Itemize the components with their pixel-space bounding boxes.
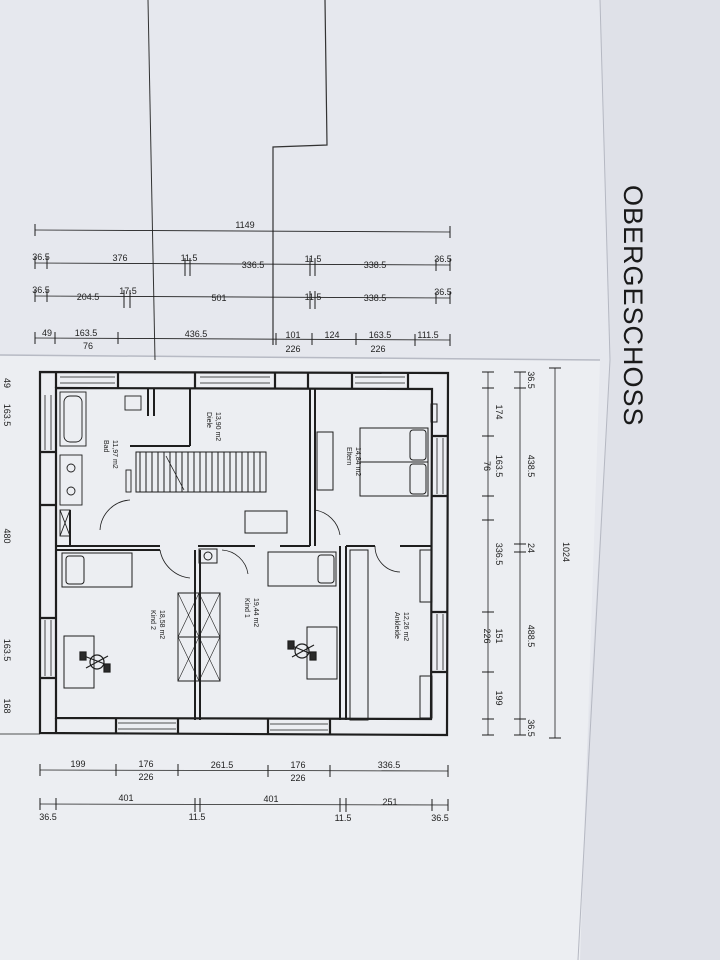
dimension-label: 49 [2, 378, 12, 388]
dimension-label: 151 [494, 628, 504, 643]
right-dimension-text: 36.5 174 163.5 76 336.5 151 226 199 36.5… [482, 371, 571, 737]
dimension-label: 49 [42, 328, 52, 338]
dimension-label: 17.5 [119, 286, 137, 296]
dimension-label: 338.5 [364, 260, 387, 270]
room-area-kind2: 18,58 m2 [158, 610, 165, 639]
top-dimension-lines [34, 224, 451, 346]
room-area-diele: 13,90 m2 [214, 412, 221, 441]
staircase [135, 451, 288, 534]
left-dimension-text: 49 163.5 480 163.5 168 [2, 378, 12, 714]
dimension-label: 11.5 [305, 292, 322, 302]
room-name-kind1: Kind 1 [243, 598, 250, 618]
dimension-label: 36.5 [32, 285, 50, 295]
chair-icon [79, 651, 111, 673]
outer-walls [38, 370, 450, 737]
dimension-label: 174 [494, 404, 504, 419]
dimension-label: 36.5 [431, 813, 449, 823]
dimension-label: 111.5 [417, 330, 438, 340]
dimension-label: 261.5 [211, 760, 234, 770]
dimension-label: 176 [290, 760, 305, 770]
ankleide-furniture [349, 549, 433, 721]
dimension-label: 76 [482, 461, 492, 471]
dimension-label: 11.5 [181, 253, 198, 263]
dimension-label: 226 [370, 344, 385, 354]
dimension-label: 199 [70, 759, 85, 769]
room-area-eltern: 14,84 m2 [354, 447, 361, 476]
dimension-label: 401 [118, 793, 133, 803]
dimension-label: 36.5 [32, 252, 50, 262]
dimension-label: 11.5 [335, 813, 352, 823]
windows [44, 376, 444, 731]
dimension-label: 436.5 [185, 329, 208, 339]
dimension-label: 36.5 [434, 287, 452, 297]
bathroom-fixtures [59, 391, 142, 537]
bottom-dimension-text: 199 176 261.5 176 336.5 226 226 401 401 … [39, 759, 449, 823]
dimension-label: 163.5 [2, 404, 12, 427]
dimension-label: 401 [263, 794, 278, 804]
room-labels: Diele 13,90 m2 Bad 11,97 m2 Eltern 14,84… [102, 412, 409, 641]
dimension-label: 336.5 [494, 543, 504, 566]
dimension-label: 163.5 [369, 330, 392, 340]
dimension-label: 226 [482, 628, 492, 643]
doors [99, 499, 401, 579]
room-area-ankleide: 12,26 m2 [402, 612, 409, 641]
dimension-label: 336.5 [242, 260, 265, 270]
dimension-label: 168 [2, 698, 12, 713]
dimension-label: 11.5 [305, 254, 322, 264]
dimension-label: 163.5 [2, 639, 12, 662]
kind2-furniture [61, 552, 221, 689]
bottom-dimension-lines [39, 764, 449, 812]
dimension-label: 76 [83, 341, 93, 351]
dimension-label: 226 [285, 344, 300, 354]
eltern-bed [316, 403, 438, 497]
dimension-label: 1024 [561, 542, 571, 562]
dimension-label: 24 [526, 543, 536, 553]
dimension-label: 163.5 [75, 328, 98, 338]
kind1-furniture [198, 548, 338, 680]
dimension-label: 36.5 [39, 812, 57, 822]
dimension-label: 36.5 [526, 719, 536, 737]
dimension-label: 226 [290, 773, 305, 783]
top-dimension-text: 1149 36.5 376 11.5 336.5 11.5 338.5 36.5… [32, 220, 452, 354]
folded-sheet-right [575, 0, 720, 960]
room-name-eltern: Eltern [345, 447, 352, 465]
room-name-diele: Diele [205, 412, 212, 428]
dimension-label: 336.5 [378, 760, 401, 770]
room-name-bad: Bad [102, 440, 109, 453]
dimension-label: 204.5 [77, 292, 100, 302]
dimension-label: 488.5 [526, 625, 536, 648]
chair-icon [287, 640, 317, 661]
dimension-label: 480 [2, 528, 12, 543]
dimension-label: 251 [382, 797, 397, 807]
dimension-label: 36.5 [434, 254, 452, 264]
dimension-label: 338.5 [364, 293, 387, 303]
dimension-label: 101 [285, 330, 300, 340]
dimension-label: 199 [494, 690, 504, 705]
dimension-label: 176 [138, 759, 153, 769]
dimension-label: 163.5 [494, 455, 504, 478]
dimension-label: 438.5 [526, 455, 536, 478]
room-area-kind1: 19,44 m2 [252, 598, 259, 627]
room-name-kind2: Kind 2 [149, 610, 156, 630]
dimension-label: 501 [211, 293, 226, 303]
sheet-title: OBERGESCHOSS [618, 185, 648, 427]
room-name-ankleide: Ankleide [393, 612, 400, 639]
dimension-label: 124 [324, 330, 339, 340]
dimension-label: 226 [138, 772, 153, 782]
dimension-label: 11.5 [189, 812, 206, 822]
dimension-label: 36.5 [526, 371, 536, 389]
room-area-bad: 11,97 m2 [111, 440, 118, 469]
dimension-label: 1149 [235, 220, 254, 230]
dimension-label: 376 [112, 253, 127, 263]
right-dimension-lines [482, 367, 561, 739]
